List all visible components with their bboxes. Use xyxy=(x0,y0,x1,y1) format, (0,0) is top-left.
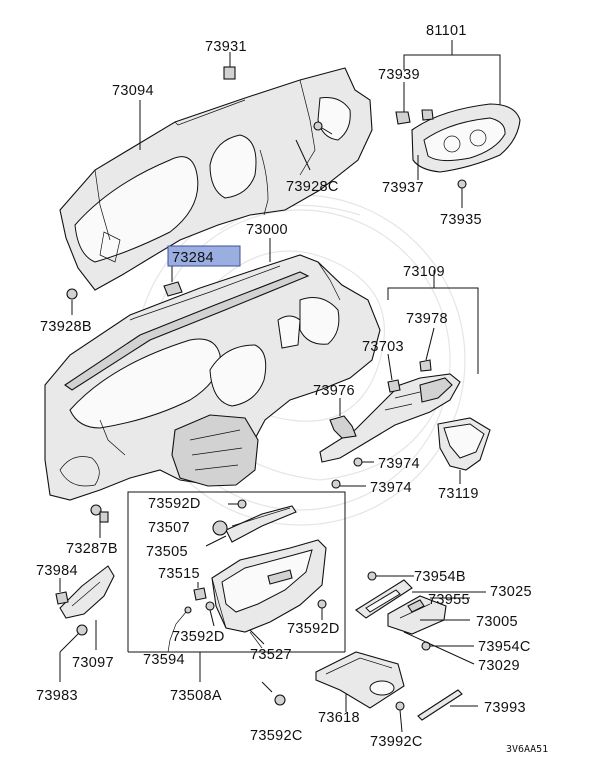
screw-73287b xyxy=(90,504,109,538)
label-73978[interactable]: 73978 xyxy=(406,311,448,327)
screw-73992c xyxy=(395,701,405,733)
label-73515[interactable]: 73515 xyxy=(158,566,200,582)
label-73954c[interactable]: 73954C xyxy=(478,639,531,655)
label-73508a[interactable]: 73508A xyxy=(170,688,222,704)
meter-hood xyxy=(411,103,521,173)
lower-cover-right xyxy=(319,373,461,463)
label-73937[interactable]: 73937 xyxy=(382,180,424,196)
label-73703[interactable]: 73703 xyxy=(362,339,404,355)
rail-73993 xyxy=(417,689,478,721)
label-73109[interactable]: 73109 xyxy=(403,264,445,280)
label-73119[interactable]: 73119 xyxy=(438,486,479,502)
latch-73515 xyxy=(193,582,207,601)
damper-73594 xyxy=(167,606,192,653)
label-73029[interactable]: 73029 xyxy=(478,658,520,674)
screw-73935 xyxy=(457,179,467,208)
label-73094[interactable]: 73094 xyxy=(112,83,154,99)
label-73983[interactable]: 73983 xyxy=(36,688,78,704)
screws-73974 xyxy=(331,457,374,489)
screw-73983 xyxy=(59,624,88,682)
instrument-panel xyxy=(44,254,381,501)
label-73984[interactable]: 73984 xyxy=(36,563,78,579)
label-73592d-left[interactable]: 73592D xyxy=(172,629,225,645)
upper-dash-panel xyxy=(59,67,373,291)
label-73005[interactable]: 73005 xyxy=(476,614,518,630)
label-73974-lower[interactable]: 73974 xyxy=(370,480,412,496)
glove-box-group-frame xyxy=(127,491,346,682)
label-73025[interactable]: 73025 xyxy=(490,584,532,600)
clip-73984 xyxy=(55,578,69,605)
label-81101[interactable]: 81101 xyxy=(426,23,467,39)
screws-73954 xyxy=(367,571,474,651)
part-labels: 73931 81101 73094 73939 73928C 73937 739… xyxy=(36,23,532,750)
label-73594[interactable]: 73594 xyxy=(143,652,185,668)
screw-73928b xyxy=(66,288,78,315)
label-73955[interactable]: 73955 xyxy=(428,592,470,608)
label-73592c[interactable]: 73592C xyxy=(250,728,303,744)
label-73992c[interactable]: 73992C xyxy=(370,734,423,750)
label-73000[interactable]: 73000 xyxy=(246,222,288,238)
screw-73592c xyxy=(261,681,286,706)
clip-73978 xyxy=(419,327,435,372)
label-73993[interactable]: 73993 xyxy=(484,700,526,716)
clip-73284 xyxy=(163,262,183,297)
label-73931[interactable]: 73931 xyxy=(205,39,247,55)
image-code: 3V6AA51 xyxy=(506,744,548,755)
label-73507[interactable]: 73507 xyxy=(148,520,190,536)
label-73284[interactable]: 73284 xyxy=(172,250,214,266)
screws-73592d xyxy=(205,499,327,627)
clips-73939 xyxy=(395,82,434,125)
label-73097[interactable]: 73097 xyxy=(72,655,114,671)
label-73928b[interactable]: 73928B xyxy=(40,319,92,335)
label-73939[interactable]: 73939 xyxy=(378,67,420,83)
label-73618[interactable]: 73618 xyxy=(318,710,360,726)
side-cover-73097 xyxy=(59,565,115,650)
pocket-73119 xyxy=(437,417,491,484)
label-73287b[interactable]: 73287B xyxy=(66,541,118,557)
label-73928c[interactable]: 73928C xyxy=(286,179,339,195)
highlight-box xyxy=(167,245,241,267)
label-73954b[interactable]: 73954B xyxy=(414,569,466,585)
label-73505[interactable]: 73505 xyxy=(146,544,188,560)
ashtray-73618 xyxy=(315,651,405,712)
screw-73928c xyxy=(295,121,333,171)
label-73935[interactable]: 73935 xyxy=(440,212,482,228)
glove-box-lid xyxy=(205,505,297,547)
bracket-73025 xyxy=(355,579,413,619)
glove-box xyxy=(211,539,327,649)
label-73592d-top[interactable]: 73592D xyxy=(148,496,201,512)
bracket-73976 xyxy=(329,398,357,439)
label-73592d-right[interactable]: 73592D xyxy=(287,621,340,637)
clip-73931 xyxy=(223,52,236,80)
clip-73703 xyxy=(387,353,401,393)
label-73527[interactable]: 73527 xyxy=(250,647,292,663)
label-73974-upper[interactable]: 73974 xyxy=(378,456,420,472)
label-73976[interactable]: 73976 xyxy=(313,383,355,399)
